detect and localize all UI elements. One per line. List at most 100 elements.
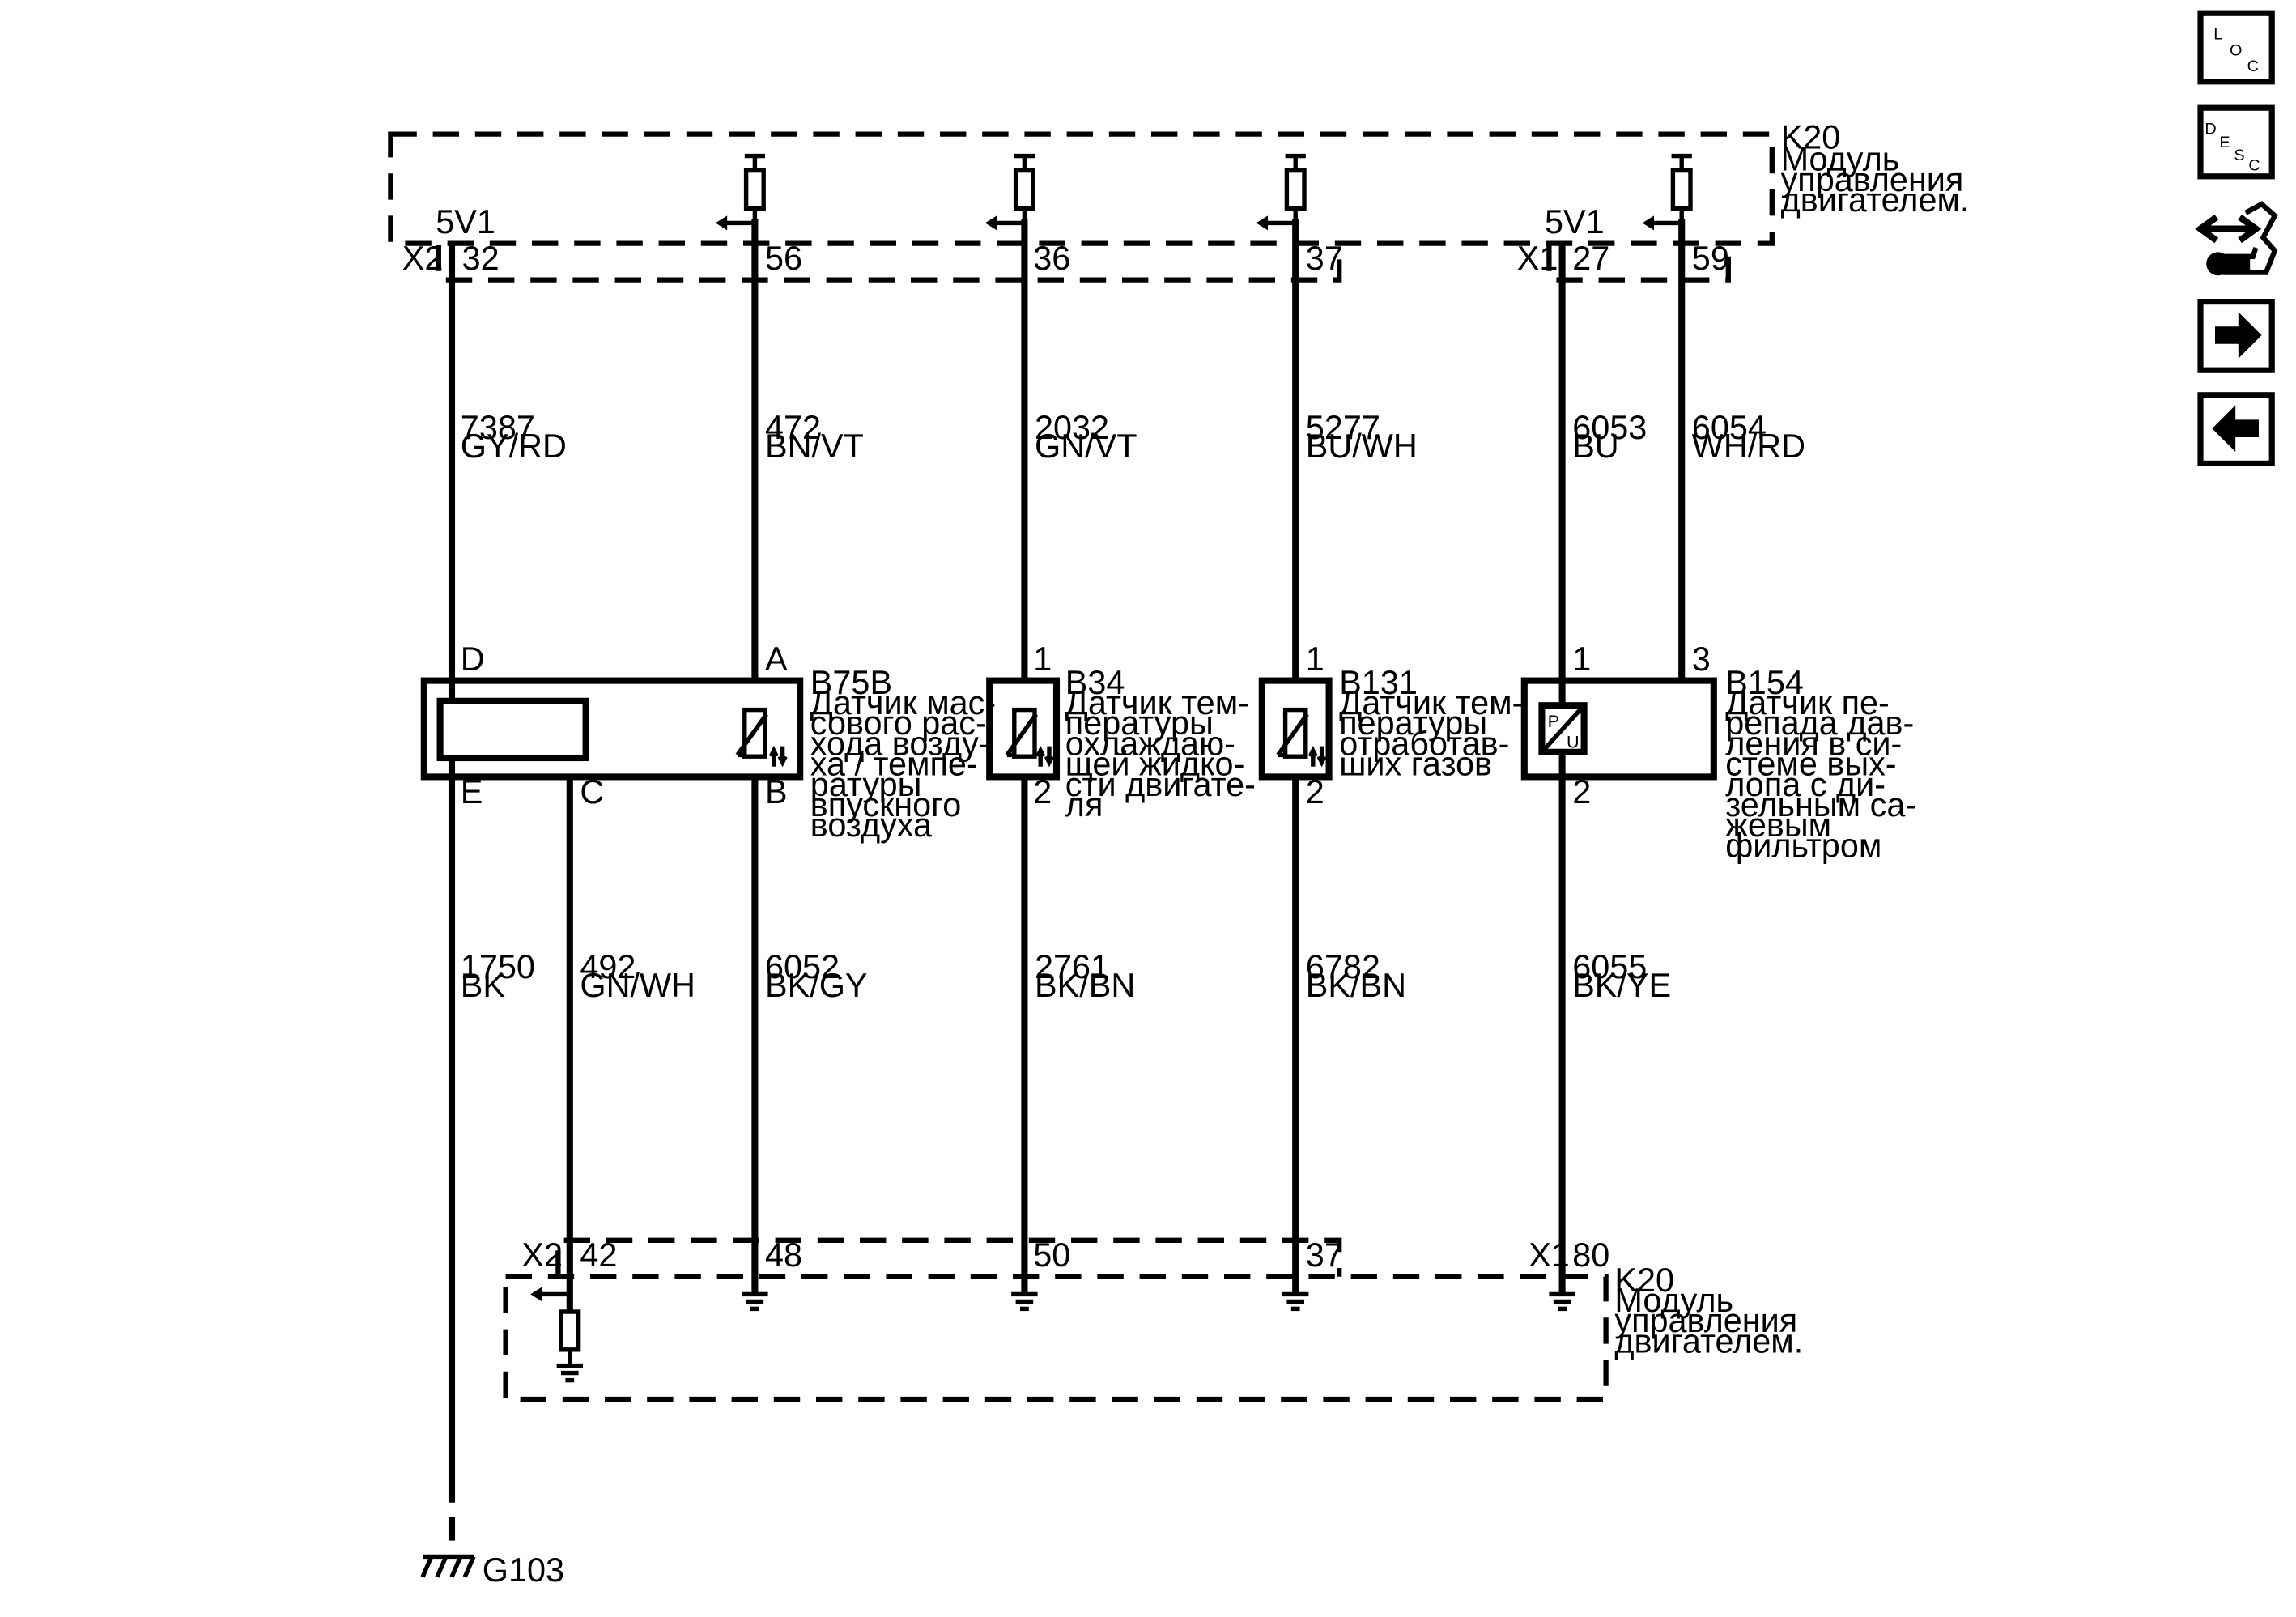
wire-number: 6055 bbox=[1572, 948, 1647, 985]
svg-text:Модуль: Модуль bbox=[1614, 1282, 1733, 1319]
pin-label: 1 bbox=[1306, 640, 1324, 678]
svg-text:пературы: пературы bbox=[1065, 704, 1214, 742]
wire-color: BN/VT bbox=[765, 428, 864, 465]
svg-text:отработав-: отработав- bbox=[1339, 725, 1509, 762]
svg-text:D: D bbox=[2205, 121, 2216, 138]
pin-label: 59 bbox=[1692, 240, 1729, 277]
svg-text:Датчик пе-: Датчик пе- bbox=[1725, 684, 1890, 721]
pin-label: 2 bbox=[1306, 773, 1324, 811]
previous-page-button[interactable] bbox=[2197, 392, 2275, 466]
wire-color: GY/RD bbox=[461, 428, 567, 465]
svg-text:впускного: впускного bbox=[810, 786, 962, 823]
pin-label: 80 bbox=[1572, 1236, 1609, 1274]
thermistor-icon bbox=[1005, 707, 1055, 768]
pin-label: 2 bbox=[1033, 773, 1052, 811]
pin-label: C bbox=[580, 773, 604, 811]
svg-text:S: S bbox=[2234, 147, 2244, 164]
desc-button[interactable]: D E S C bbox=[2197, 104, 2275, 180]
wire-color: BK/YE bbox=[1572, 967, 1671, 1004]
wire-color: BK/GY bbox=[765, 967, 868, 1004]
ground-label-g103: G103 bbox=[483, 1551, 564, 1589]
wire-number: 472 bbox=[765, 409, 821, 446]
pin-label: E bbox=[461, 773, 483, 811]
supply-label-5v1-right: 5V1 bbox=[1545, 203, 1605, 240]
pin-label: 1 bbox=[1033, 640, 1052, 678]
svg-text:лопа с ди-: лопа с ди- bbox=[1725, 766, 1886, 803]
wire-number: 6052 bbox=[765, 948, 840, 985]
svg-text:сового рас-: сового рас- bbox=[810, 704, 987, 742]
svg-text:жевым: жевым bbox=[1725, 806, 1831, 844]
connector-x1-top-strip bbox=[1546, 245, 1731, 283]
wire-color: BU bbox=[1572, 428, 1619, 465]
wire-color: WH/RD bbox=[1692, 428, 1805, 465]
pin-label: 36 bbox=[1033, 240, 1070, 277]
pu-symbol-u: U bbox=[1567, 731, 1580, 751]
pin-label: 48 bbox=[765, 1236, 802, 1274]
svg-text:двигателем.: двигателем. bbox=[1614, 1322, 1803, 1360]
wire-color: GN/VT bbox=[1035, 428, 1137, 465]
wire-color: BK/BN bbox=[1306, 967, 1406, 1004]
pin-label: 27 bbox=[1572, 240, 1609, 277]
svg-text:C: C bbox=[2248, 157, 2260, 175]
sensor-b131-label: B131 Датчик тем- пературы отработав- ших… bbox=[1339, 664, 1523, 783]
wire-number: 5277 bbox=[1306, 409, 1380, 446]
wire-color: BK/BN bbox=[1035, 967, 1135, 1004]
pin-label: A bbox=[765, 640, 788, 678]
wire-color: BK bbox=[461, 967, 506, 1004]
wire-number: 6054 bbox=[1692, 409, 1767, 446]
connector-label-x1-top: X1 bbox=[1517, 240, 1558, 277]
ground-icon bbox=[1549, 1291, 1575, 1312]
wire-number: 6053 bbox=[1572, 409, 1647, 446]
connector-tool-icon[interactable] bbox=[2195, 201, 2278, 276]
svg-text:пературы: пературы bbox=[1339, 704, 1487, 742]
module-id: K20 bbox=[1781, 119, 1841, 156]
svg-text:стеме вых-: стеме вых- bbox=[1725, 746, 1896, 783]
wire-number: 7387 bbox=[461, 409, 535, 446]
svg-text:ха / темпе-: ха / темпе- bbox=[810, 746, 978, 783]
pullup-resistor-56 bbox=[715, 153, 766, 231]
sensor-id: B34 bbox=[1065, 664, 1125, 701]
sensor-b75b-maf-element bbox=[436, 697, 589, 762]
connector-x2-bottom-strip bbox=[555, 1237, 1342, 1277]
sensor-b154-label: B154 Датчик пе- репада дав- ления в си- … bbox=[1725, 664, 1916, 865]
svg-text:управления: управления bbox=[1614, 1302, 1797, 1339]
svg-text:Датчик тем-: Датчик тем- bbox=[1065, 684, 1249, 721]
connector-label-x2-bottom: X2 bbox=[521, 1236, 563, 1274]
module-k20-bottom-label: K20 Модуль управления двигателем. bbox=[1614, 1262, 1803, 1360]
sensor-b34-label: B34 Датчик тем- пературы охлаждаю- щей ж… bbox=[1065, 664, 1256, 823]
connector-label-x2-top: X2 bbox=[402, 240, 444, 277]
wire-number: 6782 bbox=[1306, 948, 1380, 985]
pin-label: 1 bbox=[1572, 640, 1591, 678]
pu-symbol-p: P bbox=[1548, 711, 1559, 731]
loc-button[interactable]: L O C bbox=[2197, 10, 2275, 85]
svg-text:E: E bbox=[2219, 134, 2230, 151]
svg-text:фильтром: фильтром bbox=[1725, 827, 1881, 864]
svg-text:O: O bbox=[2230, 41, 2242, 59]
svg-text:L: L bbox=[2213, 26, 2222, 44]
pin-label: B bbox=[765, 773, 788, 811]
wire-6054 bbox=[1584, 218, 1686, 733]
sensor-id: B131 bbox=[1339, 664, 1418, 701]
bias-resistor-42 bbox=[530, 1287, 583, 1383]
svg-text:зельным са-: зельным са- bbox=[1725, 786, 1916, 823]
module-k20-bottom-boundary bbox=[503, 1274, 1609, 1402]
chassis-ground-icon bbox=[420, 1554, 476, 1578]
svg-text:ратуры: ратуры bbox=[810, 766, 922, 803]
svg-text:двигателем.: двигателем. bbox=[1781, 181, 1970, 219]
pin-label: 50 bbox=[1033, 1236, 1070, 1274]
pin-label: 37 bbox=[1306, 240, 1343, 277]
svg-text:хода возду-: хода возду- bbox=[810, 725, 990, 762]
wire-color: GN/WH bbox=[580, 967, 695, 1004]
next-page-button[interactable] bbox=[2197, 298, 2275, 373]
pin-label: 37 bbox=[1306, 1236, 1343, 1274]
pin-label: D bbox=[461, 640, 485, 678]
svg-text:репада дав-: репада дав- bbox=[1725, 704, 1914, 742]
connector-x2-top-strip bbox=[436, 245, 1342, 283]
sensor-id: B75B bbox=[810, 664, 892, 701]
pin-label: 3 bbox=[1692, 640, 1711, 678]
ground-icon bbox=[1282, 1291, 1309, 1312]
sensor-b34-body bbox=[986, 677, 1061, 781]
wire-color: BU/WH bbox=[1306, 428, 1418, 465]
